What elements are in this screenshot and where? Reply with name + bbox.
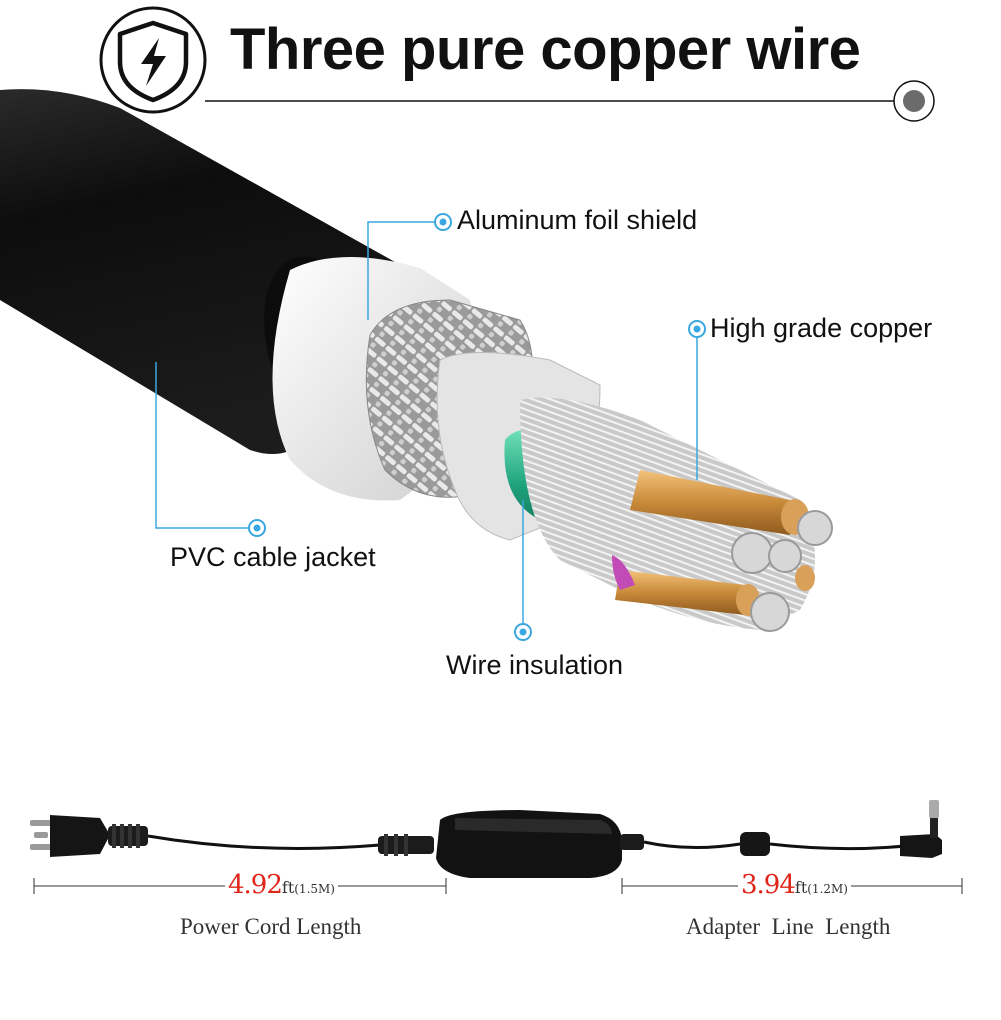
- copper-conductor-top: [630, 470, 790, 535]
- power-cord-length-caption: Power Cord Length: [180, 914, 362, 939]
- power-cord-length-value: 4.92: [228, 870, 283, 900]
- dc-plug-tip: [929, 800, 939, 818]
- callout-aluminum-line: [367, 221, 436, 320]
- adapter-line-end: [769, 842, 906, 851]
- adapter-illustration: [30, 800, 963, 894]
- plug-head: [50, 815, 110, 857]
- header-end-dot: [903, 90, 925, 112]
- pink-insulation: [612, 555, 635, 590]
- adapter-strain-relief-right: [620, 834, 644, 850]
- label-aluminum-foil-shield: Aluminum foil shield: [457, 205, 698, 235]
- copper-conductor-small-end: [795, 565, 815, 591]
- adapter-line: [643, 840, 741, 850]
- shield-lightning-icon: [117, 20, 189, 103]
- dc-plug-tip-stem: [930, 816, 938, 838]
- adapter-brick-highlight: [455, 818, 612, 834]
- header-decoration: [99, 6, 935, 122]
- plug-prongs: [30, 820, 52, 850]
- callout-dots: [248, 213, 706, 641]
- adapter-line-length-caption: Adapter Line Length: [686, 914, 891, 939]
- power-cord-length-metric: (1.5M): [294, 882, 335, 896]
- ferrite-bead: [740, 832, 770, 856]
- adapter-line-length-metric: (1.2M): [807, 882, 848, 896]
- adapter-line-length-value: 3.94: [741, 870, 796, 900]
- cable-illustration: [0, 89, 833, 641]
- callout-jacket-line: [155, 362, 250, 529]
- power-cord: [147, 834, 381, 850]
- adapter-line-length-unit: ft: [794, 878, 808, 897]
- adapter-line-measurement: 3.94ft(1.2M): [738, 872, 851, 898]
- strand-end-faces: [731, 510, 833, 632]
- adapter-strain-relief-left: [378, 834, 434, 856]
- dc-plug: [900, 834, 942, 858]
- page-title: Three pure copper wire: [230, 17, 861, 82]
- power-cord-length-unit: ft: [281, 878, 295, 897]
- plug-strain-relief: [108, 824, 148, 848]
- label-wire-insulation: Wire insulation: [446, 650, 624, 680]
- copper-conductor-bottom: [615, 570, 745, 615]
- label-pvc-cable-jacket: PVC cable jacket: [170, 542, 376, 572]
- power-cord-measurement: 4.92ft(1.5M): [225, 872, 338, 898]
- label-high-grade-copper: High grade copper: [710, 313, 933, 343]
